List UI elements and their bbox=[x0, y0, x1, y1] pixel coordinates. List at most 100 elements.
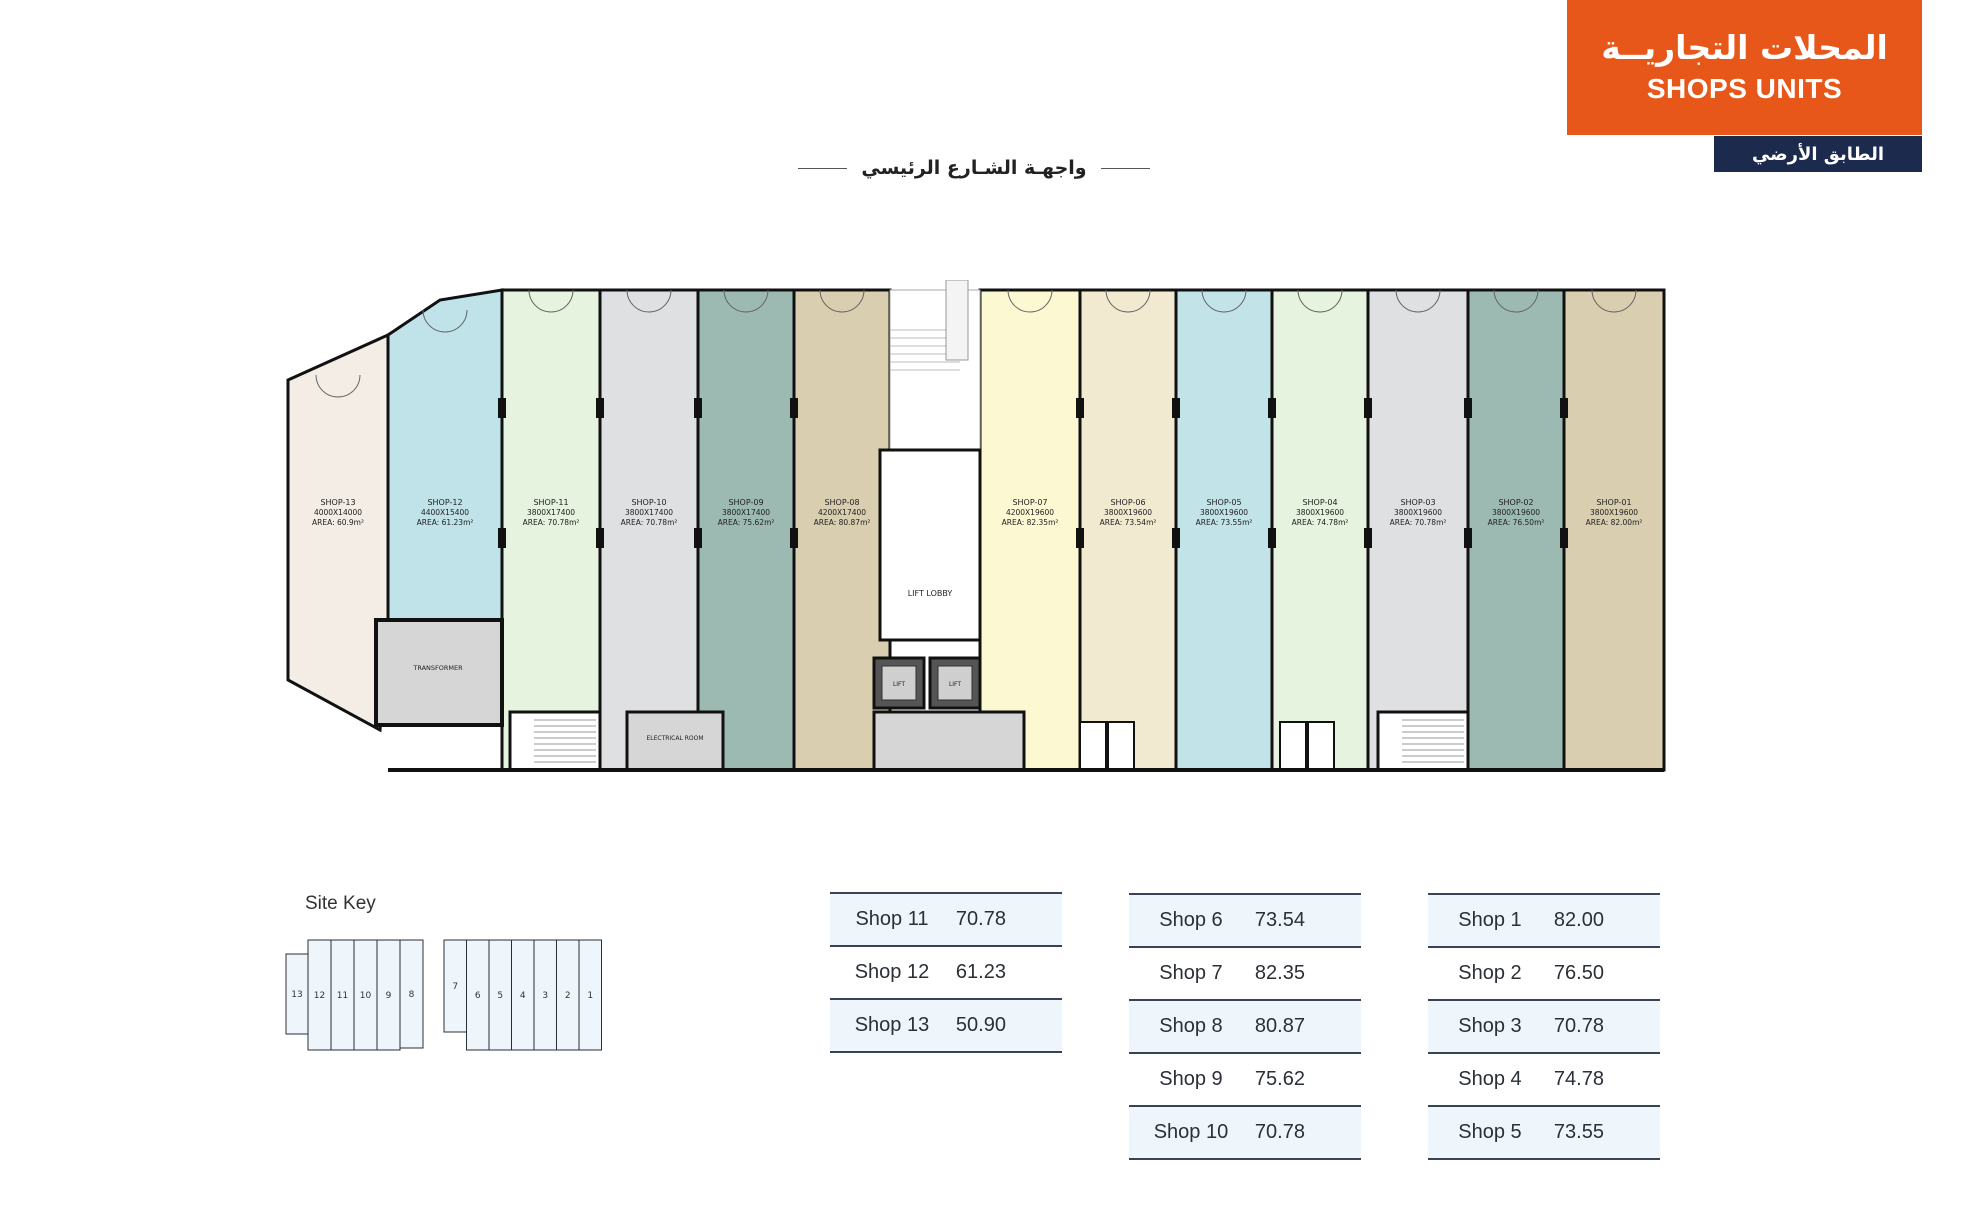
shop-unit-13 bbox=[286, 332, 390, 733]
shop-name-cell: Shop 9 bbox=[1159, 1068, 1223, 1090]
shop-id-label: SHOP-10 bbox=[631, 498, 666, 507]
shop-id-label: SHOP-06 bbox=[1110, 498, 1145, 507]
shop-id-label: SHOP-02 bbox=[1498, 498, 1533, 507]
shop-name-cell: Shop 11 bbox=[855, 908, 929, 930]
pillar bbox=[1464, 528, 1472, 548]
shop-dims-label: 4200X17400 bbox=[818, 508, 866, 517]
site-key-number: 6 bbox=[475, 991, 481, 1001]
street-facade-text: واجهـة الشـارع الرئيسي bbox=[861, 157, 1087, 179]
shop-unit-6 bbox=[1078, 288, 1178, 772]
pillar bbox=[790, 528, 798, 548]
door-arc-icon bbox=[315, 374, 361, 398]
site-key-number: 9 bbox=[386, 991, 392, 1001]
shop-area-cell: 73.54 bbox=[1254, 909, 1305, 931]
ramp bbox=[945, 280, 969, 361]
pillar bbox=[790, 398, 798, 418]
door-arc-icon bbox=[528, 289, 574, 313]
pillar bbox=[596, 398, 604, 418]
pillar bbox=[1268, 398, 1276, 418]
title-english: SHOPS UNITS bbox=[1646, 72, 1843, 104]
pillar bbox=[1364, 528, 1372, 548]
shop-dims-label: 3800X17400 bbox=[527, 508, 575, 517]
shop-area-cell: 61.23 bbox=[955, 961, 1006, 983]
shop-area-cell: 73.55 bbox=[1553, 1121, 1604, 1143]
shop-area-label: AREA: 75.62m² bbox=[718, 518, 775, 527]
shop-area-cell: 82.00 bbox=[1553, 909, 1604, 931]
shop-name-cell: Shop 10 bbox=[1153, 1121, 1229, 1143]
site-key-cell bbox=[578, 939, 602, 1051]
site-key-number: 5 bbox=[497, 991, 503, 1001]
service-layer bbox=[374, 280, 1664, 772]
shop-area-cell: 80.87 bbox=[1254, 1015, 1305, 1037]
shop-area-label: AREA: 70.78m² bbox=[621, 518, 678, 527]
shop-area-cell: 70.78 bbox=[1553, 1015, 1604, 1037]
shop-id-label: SHOP-08 bbox=[824, 498, 859, 507]
shop-unit-1 bbox=[1562, 288, 1666, 772]
site-key-number: 3 bbox=[542, 991, 548, 1001]
staircase bbox=[1376, 710, 1470, 772]
toilet-room bbox=[1307, 721, 1335, 771]
shop-id-label: SHOP-09 bbox=[728, 498, 763, 507]
shop-name-cell: Shop 4 bbox=[1458, 1068, 1522, 1090]
table-row: Shop 3 70.78 bbox=[1428, 999, 1660, 1052]
site-key-cell bbox=[399, 939, 424, 1049]
toilet-room bbox=[1107, 721, 1135, 771]
shop-area-label: AREA: 70.78m² bbox=[523, 518, 580, 527]
shop-area-cell: 82.35 bbox=[1254, 962, 1305, 984]
pillar bbox=[1364, 398, 1372, 418]
lift-lobby bbox=[878, 448, 982, 642]
door-arc-icon bbox=[819, 289, 865, 313]
pillar bbox=[694, 398, 702, 418]
shop-id-label: SHOP-13 bbox=[320, 498, 355, 507]
shop-area-label: AREA: 80.87m² bbox=[814, 518, 871, 527]
title-badge: المحلات التجاريــة SHOPS UNITS bbox=[1567, 0, 1922, 135]
lift-label: LIFT bbox=[893, 681, 905, 688]
shop-area-cell: 76.50 bbox=[1553, 962, 1604, 984]
site-key-number: 13 bbox=[291, 990, 302, 1000]
site-key-number: 8 bbox=[409, 990, 415, 1000]
shop-unit-9 bbox=[696, 288, 796, 772]
shop-unit-3 bbox=[1366, 288, 1470, 772]
shop-unit-2 bbox=[1466, 288, 1566, 772]
shop-id-label: SHOP-12 bbox=[427, 498, 462, 507]
pillar bbox=[1172, 398, 1180, 418]
lift-cabin bbox=[937, 665, 973, 701]
shop-dims-label: 3800X19600 bbox=[1394, 508, 1442, 517]
service-rooms bbox=[872, 710, 1026, 772]
door-arc-icon bbox=[1201, 289, 1247, 313]
shop-id-label: SHOP-04 bbox=[1302, 498, 1337, 507]
door-arc-icon bbox=[1493, 289, 1539, 313]
site-key-number: 10 bbox=[360, 991, 372, 1001]
pillar bbox=[1560, 398, 1568, 418]
shop-name-cell: Shop 13 bbox=[854, 1014, 930, 1036]
shop-id-label: SHOP-11 bbox=[533, 498, 568, 507]
lift-lobby-label: LIFT LOBBY bbox=[908, 589, 953, 598]
shop-area-label: AREA: 73.54m² bbox=[1100, 518, 1157, 527]
toilet-room bbox=[1079, 721, 1107, 771]
site-key-number: 2 bbox=[565, 991, 571, 1001]
shop-dims-label: 4200X19600 bbox=[1006, 508, 1054, 517]
pillar bbox=[1076, 398, 1084, 418]
shop-name-cell: Shop 3 bbox=[1458, 1015, 1522, 1037]
shop-dims-label: 3800X19600 bbox=[1104, 508, 1152, 517]
shop-unit-12 bbox=[386, 288, 504, 622]
shop-name-cell: Shop 5 bbox=[1458, 1121, 1522, 1143]
shop-dims-label: 3800X19600 bbox=[1296, 508, 1344, 517]
door-arc-icon bbox=[1007, 289, 1053, 313]
pillar bbox=[596, 528, 604, 548]
door-arc-icon bbox=[723, 289, 769, 313]
pillar bbox=[1076, 528, 1084, 548]
door-arc-icon bbox=[1105, 289, 1151, 313]
